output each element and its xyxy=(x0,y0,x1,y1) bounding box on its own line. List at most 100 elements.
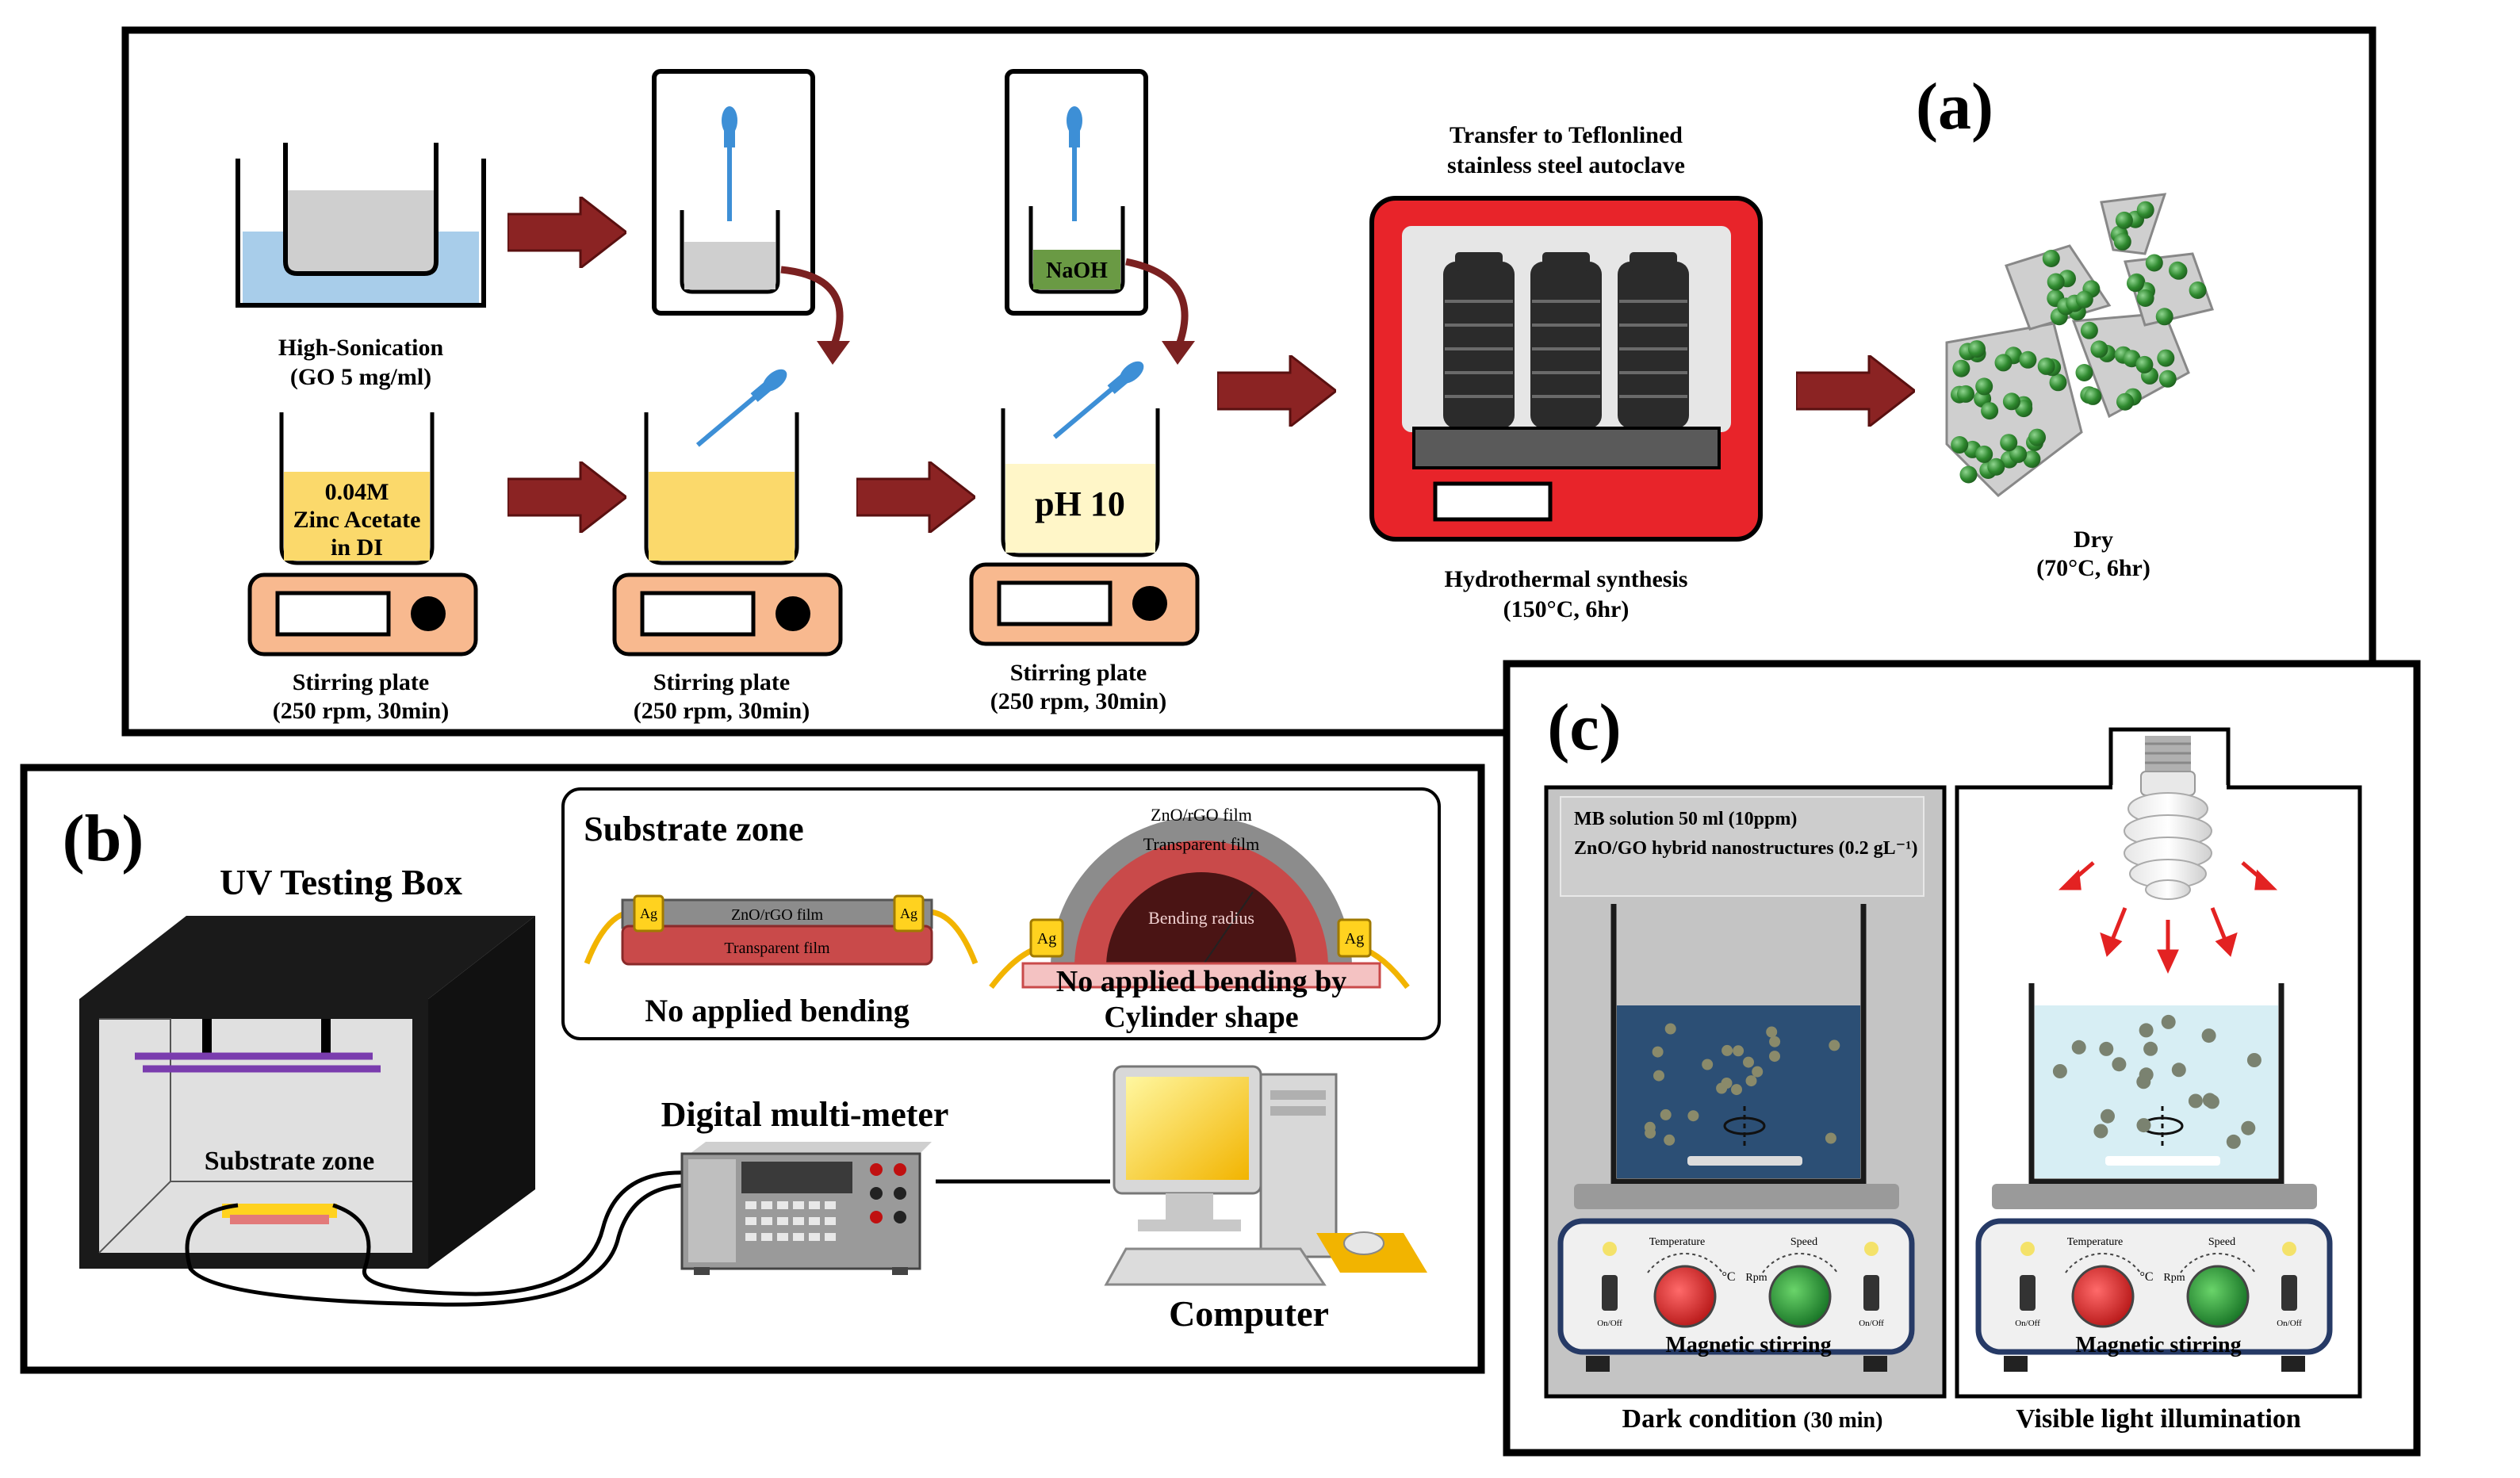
stir-detail-1: (250 rpm, 30min) xyxy=(273,698,449,724)
flat-ag-left: Ag xyxy=(640,906,657,921)
zno-sphere xyxy=(2084,387,2102,405)
zno-sphere xyxy=(1959,465,1978,484)
zinc-line2: Zinc Acetate xyxy=(293,507,421,533)
sonication-detail: (GO 5 mg/ml) xyxy=(290,364,431,390)
visible-light-label: Visible light illumination xyxy=(2016,1404,2301,1434)
bent-sample xyxy=(989,817,1410,990)
zno-sphere xyxy=(2047,273,2065,291)
dark-temperature: Temperature xyxy=(1649,1236,1706,1248)
zno-sphere xyxy=(2116,392,2134,411)
nanoparticle-dot xyxy=(2112,1057,2127,1072)
nanoparticle-dot xyxy=(2171,1063,2186,1078)
hybrid-text: ZnO/GO hybrid nanostructures (0.2 gL⁻¹) xyxy=(1574,838,1917,859)
zno-sphere xyxy=(1994,354,2013,372)
stir-label-1: Stirring plate xyxy=(293,669,430,695)
go-beaker-card xyxy=(652,69,850,365)
sonication-bath xyxy=(236,143,486,308)
zno-sphere xyxy=(2049,373,2067,392)
dark-magnetic: Magnetic stirring xyxy=(1665,1333,1831,1357)
zno-sphere xyxy=(2145,254,2163,272)
panel-c: (c) MB solution 50 ml (10ppm) ZnO/GO hyb… xyxy=(1503,660,2421,1457)
nanoparticle-dot xyxy=(1829,1040,1840,1051)
zno-sphere xyxy=(1981,402,1999,420)
zinc-line1: 0.04M xyxy=(325,479,389,505)
panel-b: (b) UV Testing Box Substrate zone Substr… xyxy=(20,764,1485,1374)
multimeter-device xyxy=(680,1142,932,1275)
light-onoff-right: On/Off xyxy=(2277,1319,2302,1328)
light-deg: °C xyxy=(2139,1270,2153,1284)
nanoparticle-dot xyxy=(2143,1041,2158,1056)
nanoparticle-dot xyxy=(2226,1134,2241,1149)
zno-sphere xyxy=(2189,281,2207,299)
nanoparticle-dot xyxy=(2099,1041,2114,1056)
uv-substrate-zone: Substrate zone xyxy=(205,1147,374,1176)
nanoparticle-dot xyxy=(1660,1108,1672,1120)
mixed-beaker xyxy=(644,365,799,565)
nanoparticle-dot xyxy=(1721,1044,1733,1056)
nanoparticle-dot xyxy=(2093,1124,2108,1139)
dark-beaker xyxy=(1610,904,1867,1185)
panel-a: (a) High-Sonication (GO 5 mg/ml) xyxy=(121,26,2376,737)
zno-sphere xyxy=(2158,370,2177,388)
zno-sphere xyxy=(2127,274,2144,293)
stir-detail-3: (250 rpm, 30min) xyxy=(990,688,1166,714)
flat-film-label: ZnO/rGO film xyxy=(731,906,824,924)
ph-text: pH 10 xyxy=(1035,484,1125,523)
panel-a-label: (a) xyxy=(1916,70,1993,144)
light-rpm: Rpm xyxy=(2163,1272,2185,1284)
zno-sphere xyxy=(1975,377,1993,396)
zno-sphere xyxy=(2028,428,2046,446)
zno-sphere xyxy=(2135,355,2154,373)
nanoparticle-dot xyxy=(1769,1036,1781,1047)
nanoparticle-dot xyxy=(1733,1045,1744,1057)
dark-stirrer xyxy=(1557,1184,1915,1372)
bent-ag-left: Ag xyxy=(1037,930,1056,948)
nanoparticle-dot xyxy=(1731,1084,1742,1096)
nanoparticle-dot xyxy=(2136,1118,2151,1133)
panel-c-label: (c) xyxy=(1547,691,1621,764)
nanoparticle-dot xyxy=(1716,1082,1728,1094)
zno-sphere xyxy=(2023,450,2041,469)
ph-beaker xyxy=(1001,357,1160,557)
multimeter-label: Digital multi-meter xyxy=(661,1095,949,1134)
mb-solution-text: MB solution 50 ml (10ppm) xyxy=(1574,809,1797,829)
nanoparticle-dot xyxy=(1743,1056,1754,1068)
zno-sphere xyxy=(2075,290,2093,308)
zno-sphere xyxy=(2075,364,2093,381)
sonication-label: High-Sonication xyxy=(278,335,444,361)
zno-sphere xyxy=(1968,340,1986,358)
flat-transparent-label: Transparent film xyxy=(724,940,830,957)
zno-sphere xyxy=(2000,434,2018,452)
light-rays xyxy=(2058,861,2278,974)
hydro-detail: (150°C, 6hr) xyxy=(1503,596,1630,622)
dark-onoff-left: On/Off xyxy=(1597,1319,1622,1328)
stir-detail-2: (250 rpm, 30min) xyxy=(634,698,810,724)
stir-plate-3 xyxy=(969,562,1200,646)
nanoparticle-dot xyxy=(1769,1051,1780,1063)
nanoparticle-dot xyxy=(1766,1026,1778,1038)
nanoparticle-dot xyxy=(2052,1064,2067,1078)
cylinder-line2: Cylinder shape xyxy=(1104,1001,1298,1034)
zno-sphere xyxy=(2115,211,2133,229)
dark-onoff-right: On/Off xyxy=(1859,1319,1884,1328)
zno-sphere xyxy=(2170,262,2188,280)
zno-sphere xyxy=(2042,250,2060,267)
nanoparticle-dot xyxy=(2246,1053,2261,1067)
naoh-text: NaOH xyxy=(1046,258,1108,283)
nanoparticle-dot xyxy=(2139,1067,2154,1082)
nanoparticle-dot xyxy=(1664,1023,1676,1035)
nanoparticle-dot xyxy=(1664,1134,1676,1146)
flat-ag-right: Ag xyxy=(900,906,917,921)
light-magnetic: Magnetic stirring xyxy=(2075,1333,2241,1357)
nanoparticle-dot xyxy=(2161,1014,2176,1029)
transfer-line2: stainless steel autoclave xyxy=(1447,152,1685,178)
light-beaker xyxy=(2028,983,2284,1185)
nanoparticle-dot xyxy=(1702,1059,1714,1070)
zno-sphere xyxy=(2113,232,2131,251)
panel-b-label: (b) xyxy=(63,802,144,875)
nanoparticle-dot xyxy=(2241,1120,2256,1135)
zno-sphere xyxy=(1975,445,1993,463)
nanoparticle-dot xyxy=(2188,1093,2203,1108)
zno-sphere xyxy=(2155,308,2173,326)
lamp-icon xyxy=(2124,736,2212,900)
